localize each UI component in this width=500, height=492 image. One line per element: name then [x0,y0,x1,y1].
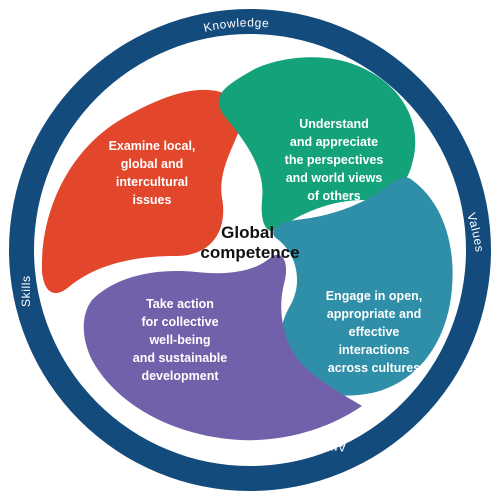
petal-understand-perspectives [218,57,416,232]
petal-text-engage: Engage in open, appropriate and effective i… [326,289,423,375]
center-title: Global competence [200,223,299,262]
petal-engage-interactions [273,177,453,396]
petal-line: the perspectives [285,153,384,167]
petal-take-action [83,254,362,441]
petal-line: Understand [299,117,368,131]
center-line-2: competence [200,243,299,262]
petal-line: and appreciate [290,135,378,149]
petal-line: Examine local, [109,139,196,153]
petal-line: Take action [146,297,214,311]
center-line-1: Global [221,223,274,242]
petal-line: appropriate and [327,307,421,321]
petal-line: across cultures [328,361,420,375]
petal-line: effective [349,325,400,339]
petal-line: for collective [141,315,218,329]
petal-line: intercultural [116,175,188,189]
petal-examine-issues [41,89,244,294]
petal-line: global and [121,157,184,171]
ring-label-attitudes: Attitudes [294,440,346,454]
petal-line: and sustainable [133,351,228,365]
petal-text-examine: Examine local, global and intercultural iss… [109,139,196,207]
petal-line: issues [133,193,172,207]
ring-label-skills: Skills [19,275,33,307]
petal-line: development [141,369,219,383]
petal-line: interactions [339,343,410,357]
petal-text-take-action: Take action for collective well-being and s… [133,297,228,383]
petal-line: well-being [148,333,210,347]
petal-line: and world views [286,171,383,185]
petal-text-understand: Understand and appreciate the perspectives… [285,117,384,203]
petal-line: Engage in open, [326,289,423,303]
petal-line: of others [307,189,361,203]
